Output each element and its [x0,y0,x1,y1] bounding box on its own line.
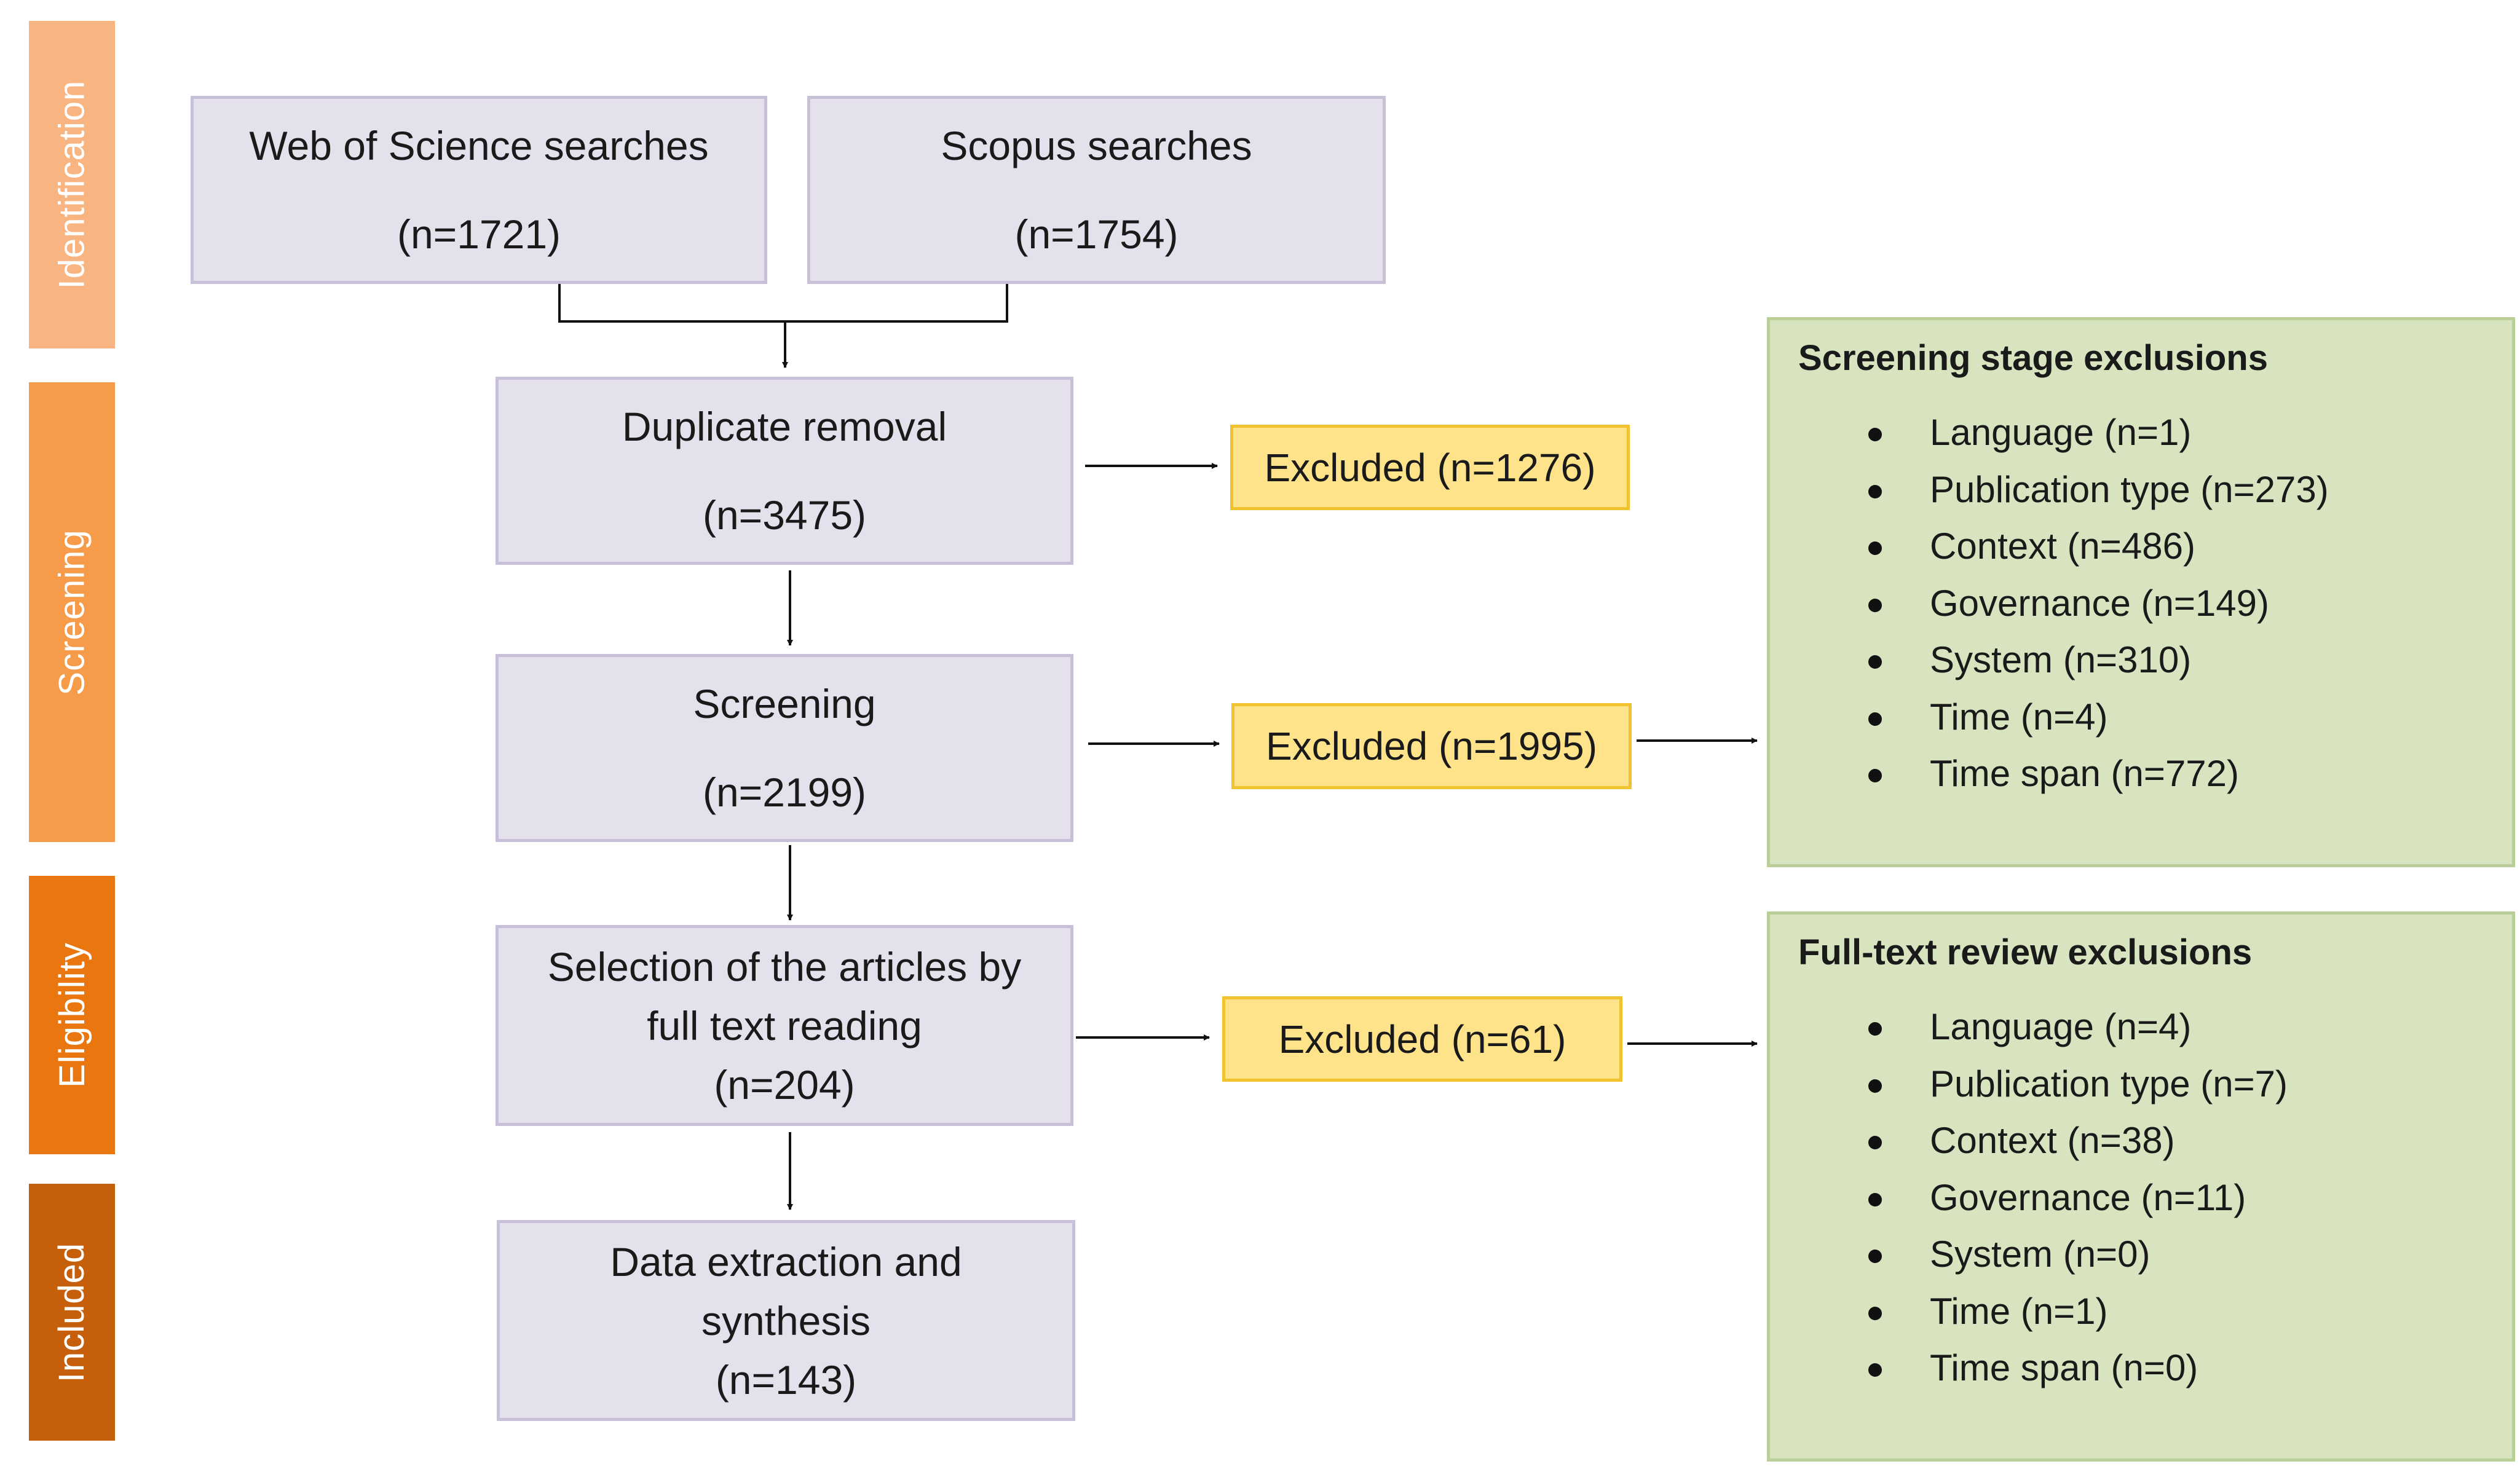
list-item: Publication type (n=273) [1798,462,2512,519]
selection-line-1: Selection of the articles by [547,943,1022,990]
list-item: Governance (n=149) [1798,575,2512,632]
web-of-science-box: Web of Science searches (n=1721) [191,96,767,284]
excluded-duplicate-label: Excluded (n=1276) [1264,445,1596,490]
data-extraction-line-2: synthesis [701,1297,871,1344]
screening-exclusions-list: Language (n=1) Publication type (n=273) … [1798,404,2512,803]
excluded-selection-label: Excluded (n=61) [1278,1017,1566,1061]
excluded-screening-box: Excluded (n=1995) [1231,703,1632,789]
web-of-science-title: Web of Science searches [249,123,709,168]
list-item: Language (n=1) [1798,404,2512,462]
list-item: Language (n=4) [1798,999,2512,1056]
excluded-duplicate-box: Excluded (n=1276) [1230,425,1630,510]
data-extraction-line-1: Data extraction and [610,1238,962,1285]
data-extraction-box: Data extraction and synthesis (n=143) [497,1220,1075,1421]
screening-box: Screening (n=2199) [496,654,1073,842]
fulltext-exclusions-panel: Full-text review exclusions Language (n=… [1767,911,2515,1462]
list-item: Time span (n=772) [1798,746,2512,803]
list-item: Time span (n=0) [1798,1340,2512,1397]
excluded-screening-label: Excluded (n=1995) [1265,724,1598,768]
list-item: System (n=0) [1798,1226,2512,1283]
scopus-title: Scopus searches [941,123,1252,168]
data-extraction-count: (n=143) [715,1356,857,1403]
duplicate-removal-box: Duplicate removal (n=3475) [496,377,1073,565]
list-item: System (n=310) [1798,632,2512,689]
list-item: Publication type (n=7) [1798,1056,2512,1113]
selection-count: (n=204) [714,1061,855,1108]
stage-identification: Identification [29,21,115,348]
merge-connector [558,284,1008,323]
list-item: Time (n=4) [1798,689,2512,746]
list-item: Context (n=38) [1798,1112,2512,1170]
duplicate-removal-count: (n=3475) [702,492,867,538]
fulltext-exclusions-list: Language (n=4) Publication type (n=7) Co… [1798,999,2512,1397]
selection-box: Selection of the articles by full text r… [496,925,1073,1126]
screening-title: Screening [693,681,876,726]
duplicate-removal-title: Duplicate removal [622,404,947,449]
list-item: Time (n=1) [1798,1283,2512,1340]
excluded-selection-box: Excluded (n=61) [1222,996,1622,1082]
stage-eligibility: Eligibility [29,876,115,1154]
screening-count: (n=2199) [702,770,867,815]
screening-exclusions-panel: Screening stage exclusions Language (n=1… [1767,317,2515,867]
fulltext-exclusions-title: Full-text review exclusions [1798,932,2253,972]
screening-exclusions-title: Screening stage exclusions [1798,338,2268,378]
list-item: Context (n=486) [1798,518,2512,575]
selection-line-2: full text reading [647,1002,922,1049]
web-of-science-count: (n=1721) [397,211,561,257]
stage-screening: Screening [29,382,115,842]
list-item: Governance (n=11) [1798,1170,2512,1227]
scopus-box: Scopus searches (n=1754) [807,96,1386,284]
scopus-count: (n=1754) [1014,211,1179,257]
stage-included: Included [29,1184,115,1441]
